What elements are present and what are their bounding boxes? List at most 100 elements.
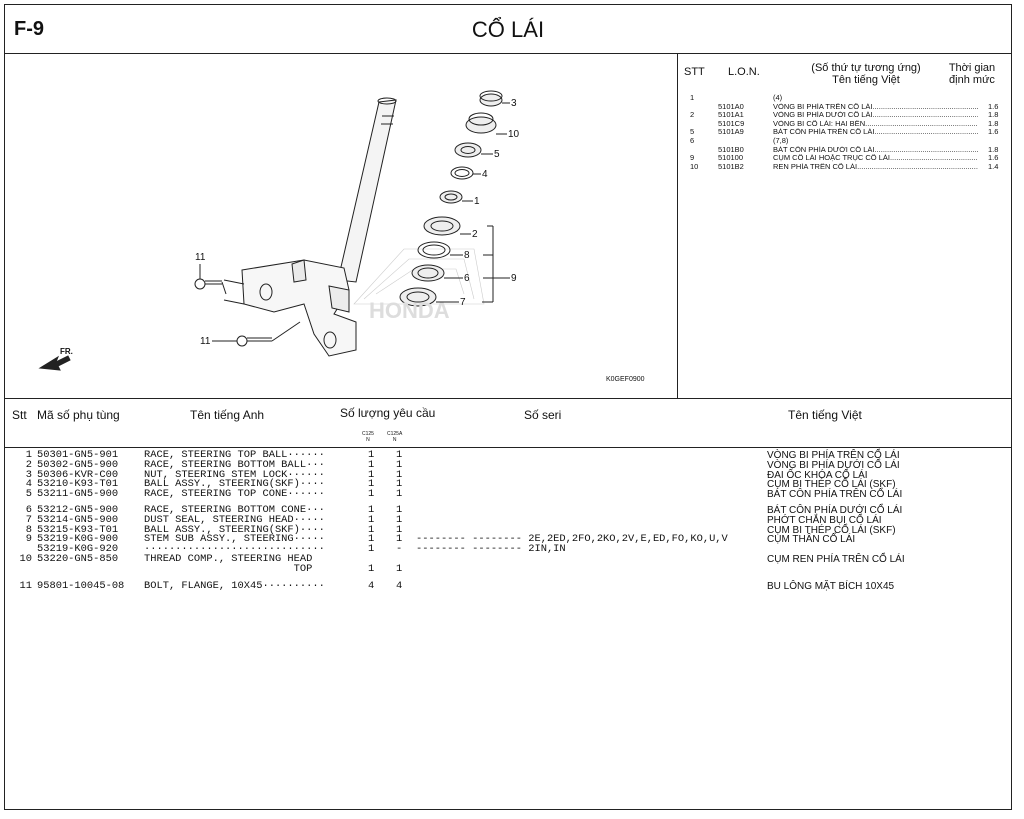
lon-name: REN PHÍA TRÊN CỔ LÁI (773, 163, 978, 172)
lon-time: 1.6 (988, 127, 999, 137)
parts-table-header: Stt Mã số phụ tùng Tên tiếng Anh Số lượn… (4, 398, 1012, 448)
english-name: BOLT, FLANGE, 10X45·········· (144, 579, 325, 592)
english-name: RACE, STEERING TOP BALL······ (144, 449, 325, 461)
qty-c125a: 4 (396, 579, 403, 592)
vietnamese-name: CỤM THÂN CỔ LÁI (767, 534, 856, 546)
row-number: 4 (25, 478, 32, 491)
qty-c125a: - (396, 543, 403, 556)
vietnamese-name: VÒNG BI PHÍA TRÊN CỔ LÁI (767, 450, 900, 461)
part-number: 53219-K0G-920 (37, 543, 119, 556)
table-row: 7 53214-GN5-900 DUST SEAL, STEERING HEAD··… (4, 513, 1012, 526)
qty-c125: 1 (368, 523, 375, 536)
table-row: 9 53219-K0G-900 STEM SUB ASSY., STEERING··… (4, 533, 1012, 546)
qty-c125: 1 (368, 478, 375, 491)
col-header-stt: Stt (12, 408, 27, 422)
lon-name: CỤM CỔ LÁI HOẶC TRỤC CỔ LÁI (773, 154, 978, 163)
vietnamese-name: VÒNG BI PHÍA DƯỚI CỔ LÁI (767, 459, 900, 471)
lon-header-stt: STT (684, 66, 705, 78)
lon-code: 5101C9 (718, 118, 745, 128)
english-name: BALL ASSY., STEERING(SKF)···· (144, 478, 325, 491)
col-header-serial: Số seri (524, 408, 562, 422)
english-name: DUST SEAL, STEERING HEAD····· (144, 513, 325, 526)
callout-1: 1 (474, 196, 480, 207)
qty-c125a: 1 (396, 513, 403, 526)
row-number: 6 (25, 503, 32, 516)
english-name: RACE, STEERING BOTTOM BALL··· (144, 458, 325, 471)
serial-applicability: -------- -------- 2E,2ED,2FO,2KO,2V,E,ED… (416, 533, 728, 546)
row-number: 1 (25, 449, 32, 461)
part-number: 53211-GN5-900 (37, 488, 119, 501)
page-title: CỔ LÁI (471, 17, 545, 42)
row-number: 10 (19, 552, 32, 565)
callout-9: 9 (511, 273, 517, 284)
vietnamese-name: PHỚT CHẮN BỤI CỔ LÁI (767, 514, 882, 526)
callout-3: 3 (511, 98, 517, 109)
lon-time: 1.4 (988, 161, 999, 171)
vietnamese-name: BÁT CÔN PHÍA TRÊN CỔ LÁI (767, 489, 903, 501)
callout-2: 2 (472, 229, 478, 240)
row-number: 2 (25, 458, 32, 471)
lon-code: 510100 (718, 153, 744, 163)
lon-header-time: Thời gian định mức (948, 62, 996, 86)
qty-c125: 1 (368, 543, 375, 556)
lon-name: VÒNG BI PHÍA DƯỚI CỔ LÁI (773, 111, 978, 120)
col-header-en-name: Tên tiếng Anh (190, 408, 265, 422)
callout-8: 8 (464, 250, 470, 261)
part-number: 53220-GN5-850 (37, 552, 119, 565)
page-frame (4, 4, 1012, 810)
row-number: 7 (25, 513, 32, 526)
english-name: THREAD COMP., STEERING HEAD (144, 552, 313, 565)
row-number: 8 (25, 523, 32, 536)
callout-11-bottom: 11 (200, 336, 211, 347)
qty-c125: 1 (368, 503, 375, 516)
row-number: 11 (19, 579, 32, 592)
lon-name: BÁT CÔN PHÍA TRÊN CỔ LÁI (773, 128, 978, 137)
lon-header-lon: L.O.N. (728, 66, 760, 78)
qty-c125a: 1 (396, 533, 403, 546)
english-name: STEM SUB ASSY., STEERING····· (144, 533, 325, 546)
lon-stt: 2 (690, 110, 695, 120)
callout-11-top: 11 (195, 252, 206, 263)
col-header-part-no: Mã số phụ tùng (37, 408, 120, 422)
part-number: 53215-K93-T01 (37, 523, 119, 536)
part-number: 53214-GN5-900 (37, 513, 119, 526)
callout-4: 4 (482, 169, 488, 180)
lon-code: 5101A1 (718, 110, 744, 120)
lon-code: 5101A9 (718, 127, 744, 137)
table-row: 5 53211-GN5-900 RACE, STEERING TOP CONE···… (4, 488, 1012, 501)
qty-c125: 1 (368, 562, 375, 575)
steering-stem-illustration: 3 10 5 4 1 2 8 6 9 7 11 11 FR. HONDA (38, 90, 520, 371)
vietnamese-name: ĐAI ỐC KHÓA CỔ LÁI (767, 469, 868, 481)
row-number: 9 (25, 533, 32, 546)
qty-c125a: 1 (396, 523, 403, 536)
parts-diagram: 3 10 5 4 1 2 8 6 9 7 11 11 FR. HONDA K0G… (4, 54, 678, 398)
lon-stt: 10 (690, 161, 699, 171)
vietnamese-name: BÁT CÔN PHÍA DƯỚI CỔ LÁI (767, 504, 903, 516)
lon-name: (4) (773, 94, 783, 102)
lon-code: 5101A0 (718, 101, 744, 111)
qty-c125: 1 (368, 468, 375, 481)
callout-5: 5 (494, 149, 500, 160)
lon-name: VÒNG BI PHÍA TRÊN CỔ LÁI (773, 103, 978, 112)
row-number: 5 (25, 488, 32, 501)
lon-name: VÒNG BI CỔ LÁI: HAI BÊN (773, 120, 978, 129)
qty-c125: 1 (368, 533, 375, 546)
part-number: 53210-K93-T01 (37, 478, 119, 491)
english-name: ····························· (144, 543, 325, 556)
qty-sub-c125a: C125A N (387, 431, 403, 443)
vietnamese-name: BU LÔNG MẶT BÍCH 10X45 (767, 580, 895, 592)
page-header: F-9 CỔ LÁI (4, 4, 1012, 54)
part-number: 53219-K0G-900 (37, 533, 119, 546)
qty-c125a: 1 (396, 449, 403, 461)
english-name: RACE, STEERING TOP CONE······ (144, 488, 325, 501)
qty-sub-c125: C125 N (362, 431, 374, 443)
watermark-logo: HONDA (369, 298, 450, 323)
